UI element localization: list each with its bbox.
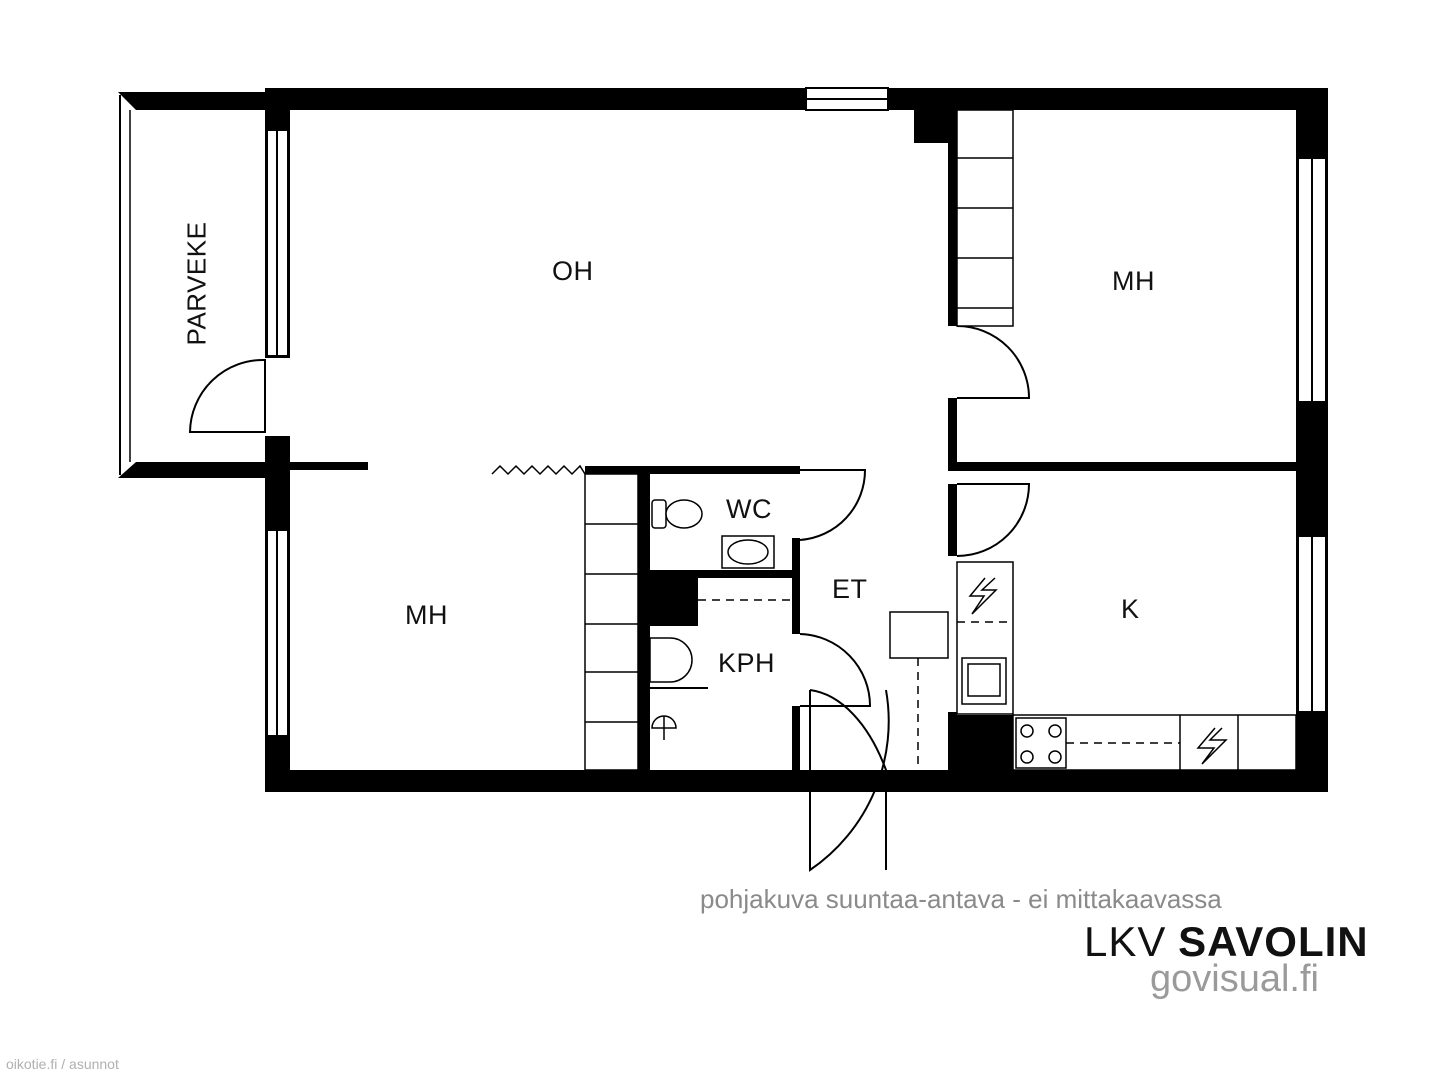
- brand-logo: LKV SAVOLIN: [1084, 918, 1369, 966]
- wc-sink: [721, 535, 775, 569]
- room-label-oh: OH: [552, 256, 594, 286]
- toilet: [651, 499, 703, 529]
- room-label-mh-bottom-left: MH: [405, 600, 448, 630]
- windows: [266, 87, 1327, 737]
- room-label-k: K: [1121, 594, 1140, 624]
- brand-prefix: LKV: [1084, 918, 1167, 965]
- wardrobe-upper: [956, 109, 1014, 327]
- kitchen-counter-bottom: [1012, 714, 1297, 771]
- room-label-mh-top-right: MH: [1112, 266, 1155, 296]
- watermark-text: oikotie.fi / asunnot: [6, 1056, 119, 1072]
- balcony-railing: [119, 95, 131, 475]
- room-label-parveke: PARVEKE: [181, 221, 212, 346]
- room-label-et: ET: [832, 574, 868, 604]
- brand-name: SAVOLIN: [1178, 918, 1369, 965]
- walls: [118, 88, 1328, 792]
- shower-head: [651, 715, 677, 740]
- kitchen-counter-left: [956, 561, 1014, 715]
- stove-power-icon: [1196, 727, 1228, 765]
- fridge-power-icon: [968, 577, 998, 615]
- hall-cabinet: [889, 611, 949, 770]
- wardrobe-lower: [584, 473, 639, 771]
- room-label-wc: WC: [726, 494, 772, 524]
- website-text: govisual.fi: [1150, 958, 1319, 1000]
- bathroom-sink: [649, 637, 693, 683]
- doors: [188, 325, 1031, 872]
- disclaimer-text: pohjakuva suuntaa-antava - ei mittakaava…: [700, 884, 1222, 914]
- room-label-kph: KPH: [718, 648, 776, 678]
- sliding-door: [491, 464, 586, 476]
